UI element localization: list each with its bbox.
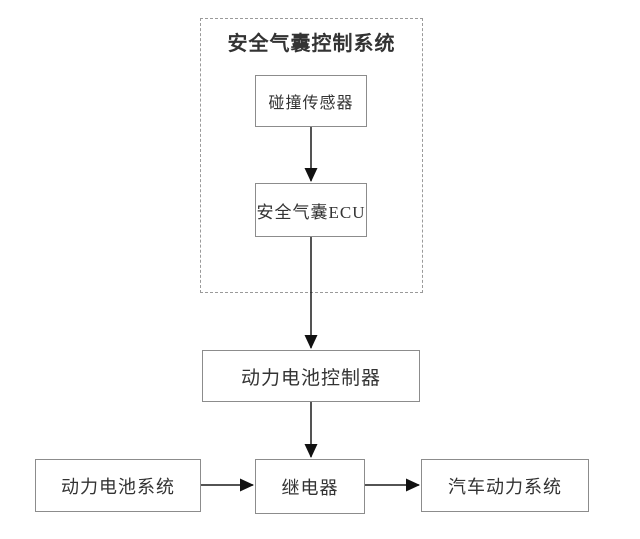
node-battery-system: 动力电池系统 [35,459,201,512]
node-battery-controller: 动力电池控制器 [202,350,420,402]
airbag-control-system-group [200,18,423,293]
node-relay: 继电器 [255,459,365,514]
node-crash-sensor: 碰撞传感器 [255,75,367,127]
airbag-control-system-title: 安全气囊控制系统 [227,33,396,55]
node-vehicle-power-system: 汽车动力系统 [421,459,589,512]
node-airbag-ecu: 安全气囊ECU [255,183,367,237]
